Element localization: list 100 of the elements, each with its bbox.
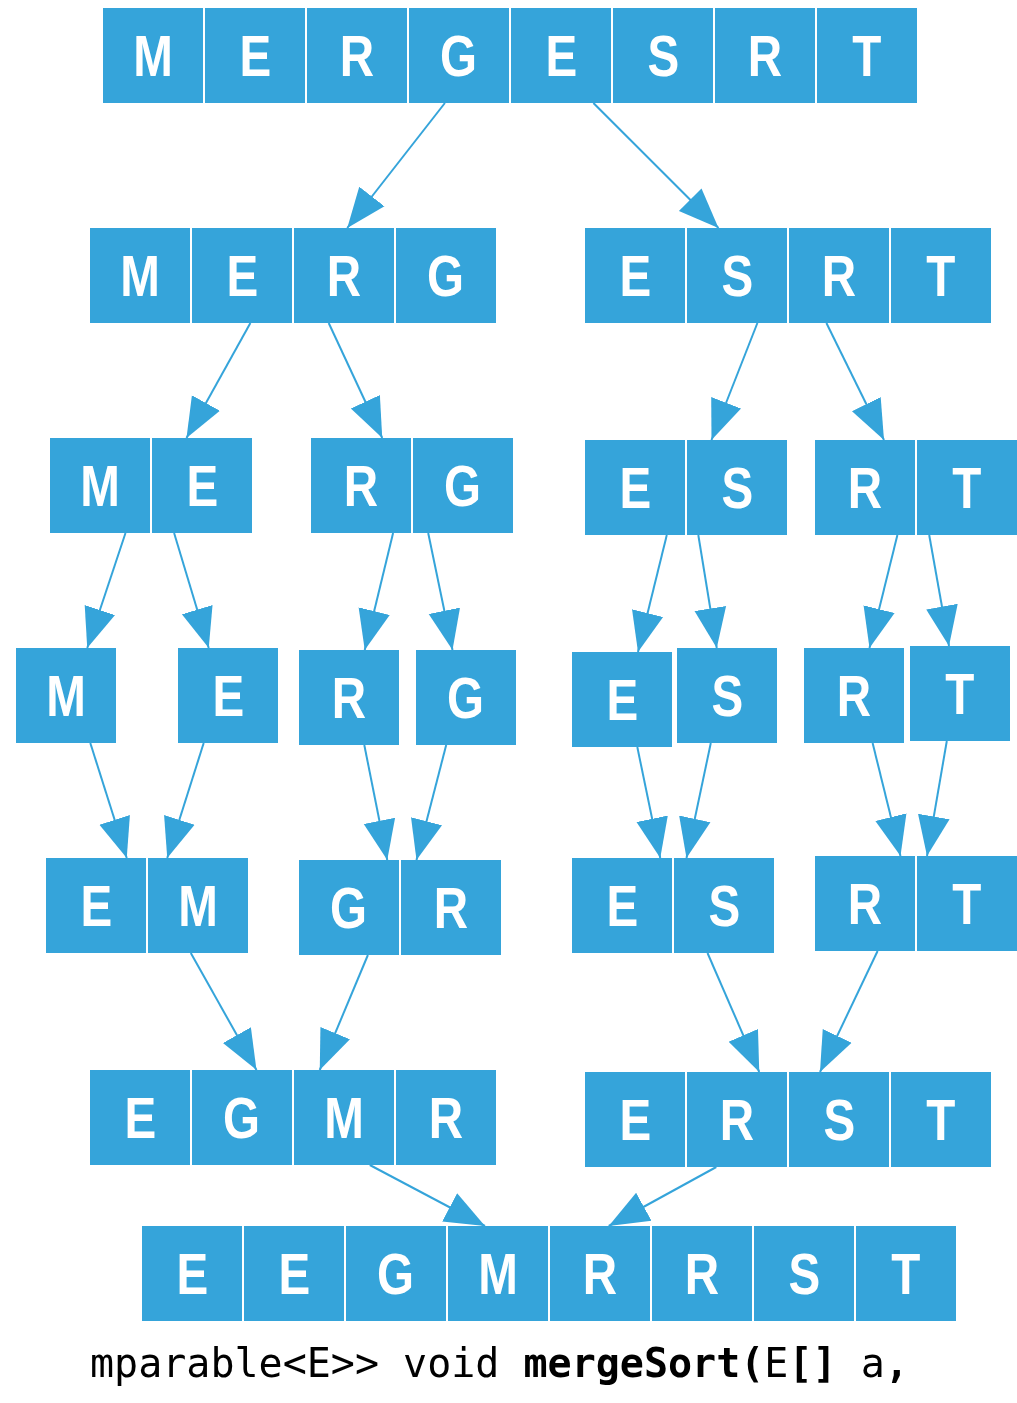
letter: M — [478, 1244, 518, 1303]
arrow — [918, 740, 950, 857]
letter: G — [444, 456, 482, 515]
array-cell — [413, 438, 513, 533]
array-cell — [142, 1226, 242, 1321]
letter: S — [823, 1090, 855, 1149]
arrow — [694, 534, 727, 649]
letter: S — [788, 1244, 820, 1303]
arrow — [173, 532, 213, 649]
letter: S — [647, 26, 679, 85]
array-cell — [90, 228, 190, 323]
letter: R — [428, 1088, 464, 1147]
arrow — [358, 532, 395, 651]
arrow — [84, 532, 127, 649]
array-cell — [687, 1072, 787, 1167]
letter: E — [226, 246, 258, 305]
letter: S — [721, 246, 753, 305]
array-cell — [572, 858, 672, 953]
array-cell — [307, 8, 407, 103]
array-cell — [294, 1070, 394, 1165]
letter: S — [708, 876, 740, 935]
array-cell — [178, 648, 278, 743]
letter: M — [120, 246, 160, 305]
arrow — [592, 102, 720, 229]
array-bar — [585, 1072, 991, 1167]
letter: T — [926, 246, 956, 305]
arrow — [632, 534, 668, 653]
array-cell — [294, 228, 394, 323]
array-cell — [572, 652, 672, 747]
letter: E — [619, 458, 651, 517]
arrow — [318, 954, 369, 1071]
array-cell — [299, 650, 399, 745]
array-cell — [891, 228, 991, 323]
array-bar — [585, 228, 991, 323]
letter: R — [582, 1244, 618, 1303]
letter: T — [926, 1090, 956, 1149]
array-cell — [192, 1070, 292, 1165]
array-cell — [687, 440, 787, 535]
array-bar — [311, 438, 513, 533]
array-cell — [856, 1226, 956, 1321]
arrow — [411, 744, 448, 861]
array-cell — [789, 228, 889, 323]
array-cell — [910, 646, 1010, 741]
array-cell — [46, 858, 146, 953]
array-cell — [396, 228, 496, 323]
arrow — [89, 742, 130, 859]
arrow — [164, 742, 205, 859]
letter: R — [836, 666, 872, 725]
letter: T — [952, 458, 982, 517]
array-bar — [90, 228, 496, 323]
arrow — [679, 742, 712, 859]
letter: R — [847, 874, 883, 933]
letter: R — [684, 1244, 720, 1303]
array-cell — [677, 648, 777, 743]
array-cell — [815, 856, 915, 951]
arrow — [327, 322, 384, 439]
letter: G — [330, 878, 368, 937]
letter: T — [945, 664, 975, 723]
arrow — [825, 322, 885, 441]
array-cell — [917, 440, 1017, 535]
arrow — [607, 1166, 718, 1227]
arrow — [871, 742, 907, 857]
letter: E — [80, 876, 112, 935]
array-bar — [46, 858, 248, 953]
array-cell — [448, 1226, 548, 1321]
arrow — [368, 1164, 486, 1227]
letter: E — [124, 1088, 156, 1147]
letter: E — [545, 26, 577, 85]
arrow — [710, 322, 759, 441]
letter: G — [447, 668, 485, 727]
array-cell — [815, 440, 915, 535]
arrow — [863, 534, 899, 649]
arrow — [427, 532, 461, 651]
arrow — [189, 952, 258, 1071]
letter: M — [46, 666, 86, 725]
letter: T — [891, 1244, 921, 1303]
arrow — [636, 746, 668, 859]
array-cell — [674, 858, 774, 953]
array-cell — [789, 1072, 889, 1167]
letter: G — [223, 1088, 261, 1147]
letter: E — [278, 1244, 310, 1303]
letter: R — [821, 246, 857, 305]
array-cell — [152, 438, 252, 533]
array-cell — [192, 228, 292, 323]
letter: R — [331, 668, 367, 727]
letter: M — [133, 26, 173, 85]
letter: E — [239, 26, 271, 85]
array-cell — [817, 8, 917, 103]
array-cell — [687, 228, 787, 323]
array-cell — [585, 1072, 685, 1167]
array-cell — [401, 860, 501, 955]
array-bar — [572, 858, 774, 953]
letter: S — [721, 458, 753, 517]
letter: G — [427, 246, 465, 305]
letter: R — [719, 1090, 755, 1149]
array-bar — [815, 856, 1017, 951]
arrow — [346, 102, 446, 229]
letter: M — [178, 876, 218, 935]
array-cell — [16, 648, 116, 743]
array-bar — [90, 1070, 496, 1165]
